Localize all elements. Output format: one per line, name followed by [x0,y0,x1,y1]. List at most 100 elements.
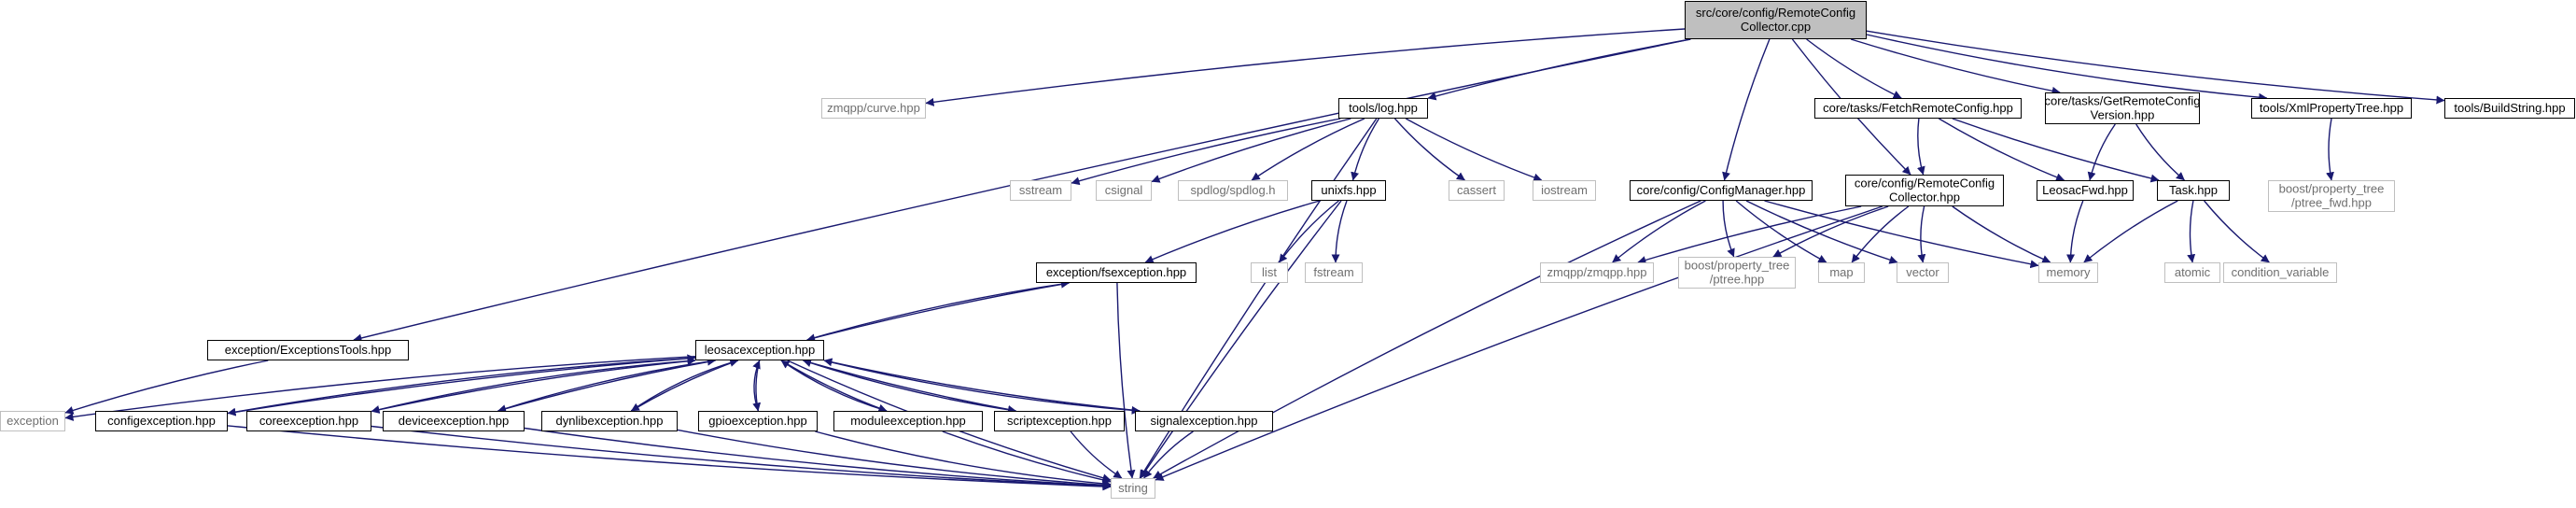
edge-leosacexception-to-dynlibexception [630,360,738,412]
edge-FetchRemoteConfig-to-Task [1952,118,2160,183]
edge-XmlPropertyTree-to-ptree_fwd [2326,118,2334,181]
edge-unixfs-to-string [1140,200,1342,479]
edge-GetRemoteConfigVersion-to-LeosacFwd [2087,123,2116,181]
node-label: LeosacFwd.hpp [2042,183,2128,197]
node-deviceexception[interactable]: deviceexception.hpp [383,411,525,431]
node-label: moduleexception.hpp [850,414,966,428]
node-XmlPropertyTree[interactable]: tools/XmlPropertyTree.hpp [2251,98,2412,119]
node-box [1311,180,1386,201]
node-box [1685,1,1867,39]
edge-ConfigManager-to-memory [1764,200,2039,269]
edge-scriptexception-to-string [1070,430,1123,479]
edge-LeosacFwd-to-memory [2066,200,2084,263]
node-label: tools/log.hpp [1349,101,1418,115]
node-label: exception [7,414,59,428]
node-list: list [1251,262,1288,283]
edge-leosacexception-to-fsexception [806,279,1070,341]
node-fstream: fstream [1305,262,1363,283]
node-label: string [1118,481,1148,495]
node-string: string [1111,478,1155,499]
node-leosacexception[interactable]: leosacexception.hpp [695,340,824,360]
node-label: condition_variable [2232,265,2330,279]
node-label: unixfs.hpp [1321,183,1376,197]
edge-RCCollectorHpp-to-zmqpp [1637,205,1862,264]
edge-dynlibexception-to-leosacexception [630,359,739,412]
edge-RCCollectorHpp-to-vector [1917,205,1926,263]
node-fsexception[interactable]: exception/fsexception.hpp [1036,262,1197,283]
edge-ConfigManager-to-map [1735,200,1827,263]
node-label: core/config/RemoteConfig [1855,176,1995,190]
node-label: Version.hpp [2091,108,2155,122]
edge-scriptexception-to-leosacexception [803,359,1016,412]
node-atomic: atomic [2164,262,2220,283]
edge-configexception-to-string [227,425,1112,491]
node-label: Collector.hpp [1889,190,1960,205]
node-box [1178,180,1288,201]
node-memory: memory [2038,262,2098,283]
node-Task[interactable]: Task.hpp [2157,180,2230,201]
node-FetchRemoteConfig[interactable]: core/tasks/FetchRemoteConfig.hpp [1814,98,2022,119]
node-root[interactable]: src/core/config/RemoteConfigCollector.cp… [1685,1,1867,39]
node-box [1096,180,1152,201]
node-zmqpp: zmqpp/zmqpp.hpp [1540,262,1654,283]
node-box [207,340,409,360]
edge-root-to-ConfigManager [1722,38,1771,181]
node-ptree: boost/property_tree/ptree.hpp [1678,257,1796,289]
node-label: list [1262,265,1277,279]
node-label: csignal [1105,183,1143,197]
edge-log-to-sstream [1071,118,1341,186]
node-coreexception[interactable]: coreexception.hpp [246,411,371,431]
node-box [246,411,371,431]
edge-RCCollectorHpp-to-memory [1952,205,2051,263]
node-label: /ptree_fwd.hpp [2291,196,2372,210]
node-box [2038,262,2098,283]
node-spdlog: spdlog/spdlog.h [1178,180,1288,201]
edge-coreexception-to-leosacexception [371,357,696,413]
node-gpioexception[interactable]: gpioexception.hpp [698,411,818,431]
node-label: Task.hpp [2169,183,2218,197]
edge-leosacexception-to-scriptexception [803,360,1016,414]
node-box [2045,92,2200,124]
node-scriptexception[interactable]: scriptexception.hpp [994,411,1125,431]
node-BuildString[interactable]: tools/BuildString.hpp [2444,98,2575,119]
edge-ConfigManager-to-vector [1745,200,1898,264]
node-label: Collector.cpp [1741,20,1811,34]
node-label: cassert [1457,183,1496,197]
node-log[interactable]: tools/log.hpp [1338,98,1428,119]
node-configexception[interactable]: configexception.hpp [95,411,228,431]
edge-unixfs-to-fsexception [1144,200,1321,263]
node-label: leosacexception.hpp [705,343,816,357]
edge-FetchRemoteConfig-to-RCCollectorHpp [1916,118,1925,176]
edge-root-to-curve [925,28,1686,106]
edge-log-to-iostream [1405,118,1543,182]
edge-leosacexception-to-configexception [227,357,696,416]
node-ExceptionsTools[interactable]: exception/ExceptionsTools.hpp [207,340,409,360]
node-label: configexception.hpp [107,414,216,428]
node-moduleexception[interactable]: moduleexception.hpp [833,411,983,431]
node-signalexception[interactable]: signalexception.hpp [1135,411,1273,431]
node-box [833,411,983,431]
node-label: exception/fsexception.hpp [1046,265,1186,279]
edge-ConfigManager-to-zmqpp [1612,200,1706,263]
edge-log-to-spdlog [1251,118,1365,181]
node-vector: vector [1897,262,1949,283]
node-label: tools/XmlPropertyTree.hpp [2260,101,2403,115]
node-box [1338,98,1428,119]
node-LeosacFwd[interactable]: LeosacFwd.hpp [2037,180,2134,201]
node-label: zmqpp/curve.hpp [827,101,920,115]
edge-leosacexception-to-exception [64,356,696,421]
edge-configexception-to-leosacexception [227,354,696,415]
node-box [994,411,1125,431]
node-ConfigManager[interactable]: core/config/ConfigManager.hpp [1630,180,1813,201]
node-dynlibexception[interactable]: dynlibexception.hpp [541,411,678,431]
node-exception: exception [0,411,65,431]
edge-signalexception-to-leosacexception [823,358,1141,412]
node-box [1036,262,1197,283]
edge-moduleexception-to-string [942,430,1112,485]
node-label: gpioexception.hpp [708,414,807,428]
node-ptree_fwd: boost/property_tree/ptree_fwd.hpp [2268,180,2395,212]
node-unixfs[interactable]: unixfs.hpp [1311,180,1386,201]
node-box [383,411,525,431]
